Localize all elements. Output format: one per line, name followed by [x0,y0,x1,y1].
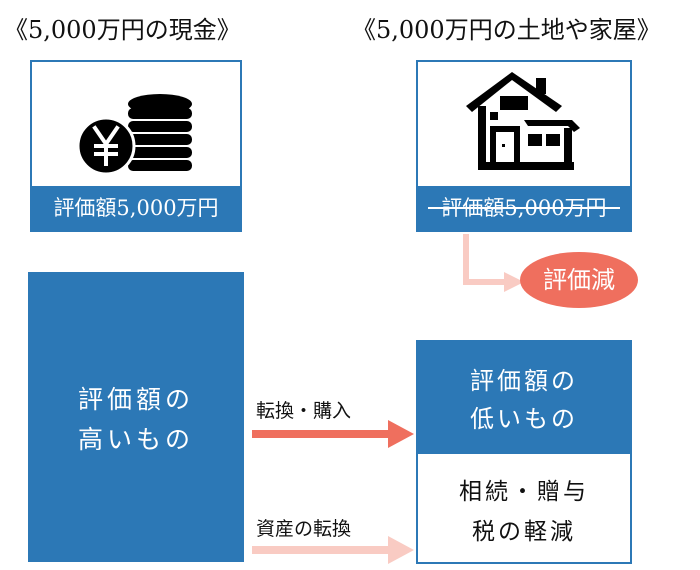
conversion-arrow-bottom [252,536,414,564]
property-value-label: 評価額5,000万円 [418,186,630,230]
tax-benefit-line1: 相続・贈与 [459,479,589,505]
tax-benefit-line2: 税の軽減 [472,519,576,545]
property-heading: 《5,000万円の土地や家屋》 [352,16,661,44]
low-value-header: 評価額の 低いもの [418,342,630,454]
low-value-line1: 評価額の [470,367,578,395]
cash-value-label: 評価額5,000万円 [32,186,240,230]
property-card: 評価額5,000万円 [416,60,632,232]
conversion-purchase-label: 転換・購入 [256,400,352,422]
reduction-badge: 評価減 [520,252,638,308]
high-value-line2: 高いもの [77,425,194,454]
reduction-connector-arrow [463,234,524,292]
high-value-line1: 評価額の [77,385,194,414]
high-value-box: 評価額の 高いもの [28,272,244,562]
house-icon [466,72,580,170]
conversion-arrow-top [252,420,414,448]
asset-conversion-label: 資産の転換 [256,518,352,540]
low-value-line2: 低いもの [470,405,578,433]
low-value-result-box: 評価額の 低いもの 相続・贈与 税の軽減 [416,340,632,564]
cash-heading: 《5,000万円の現金》 [4,16,241,44]
strikethrough-line [428,207,620,209]
cash-card: 評価額5,000万円 [30,60,242,232]
tax-benefit-section: 相続・贈与 税の軽減 [418,454,630,562]
yen-coins-icon [76,94,192,176]
